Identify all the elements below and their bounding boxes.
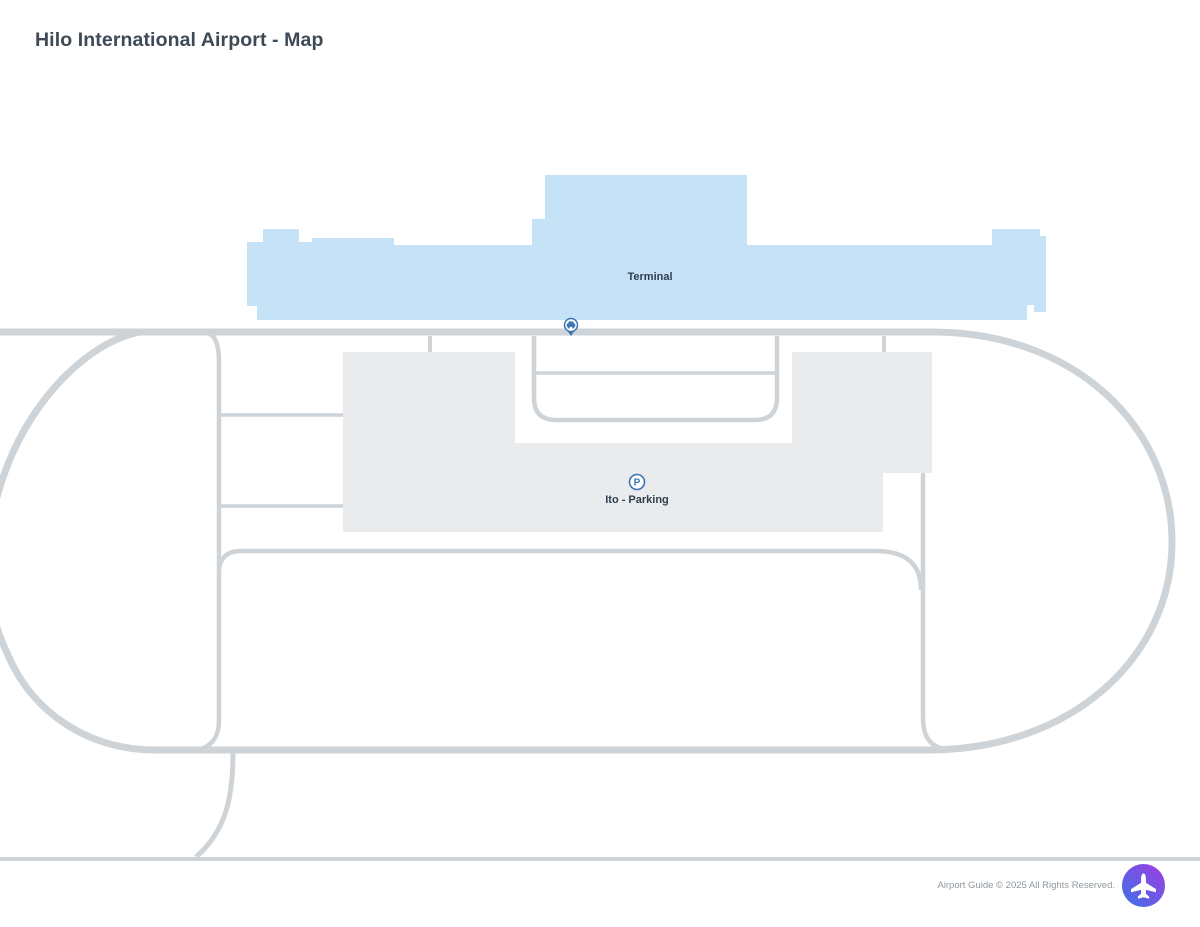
road-inner-vertical-right bbox=[920, 473, 947, 753]
parking-label: Ito - Parking bbox=[605, 494, 669, 506]
road-south-connector bbox=[194, 751, 236, 859]
road-terminal-curb-loop bbox=[531, 336, 780, 423]
terminal-label: Terminal bbox=[627, 271, 672, 283]
road-below-parking bbox=[216, 548, 924, 591]
page-title: Hilo International Airport - Map bbox=[35, 29, 324, 51]
car-icon bbox=[566, 321, 576, 329]
parking-marker[interactable]: P bbox=[628, 473, 646, 491]
footer-logo bbox=[1122, 864, 1165, 907]
parking-p-icon: P bbox=[634, 478, 641, 489]
footer: Airport Guide © 2025 All Rights Reserved… bbox=[937, 864, 1165, 907]
roads-layer bbox=[0, 328, 1200, 861]
road-outer-loop bbox=[0, 328, 1176, 754]
parking-area-shape bbox=[343, 352, 932, 532]
footer-copyright: Airport Guide © 2025 All Rights Reserved… bbox=[937, 880, 1115, 891]
parking-marker-circle bbox=[628, 473, 646, 491]
airplane-icon bbox=[1131, 873, 1156, 899]
terminal-shape bbox=[247, 175, 1046, 320]
car-marker[interactable] bbox=[563, 317, 579, 337]
road-inner-vertical-left bbox=[198, 329, 222, 753]
